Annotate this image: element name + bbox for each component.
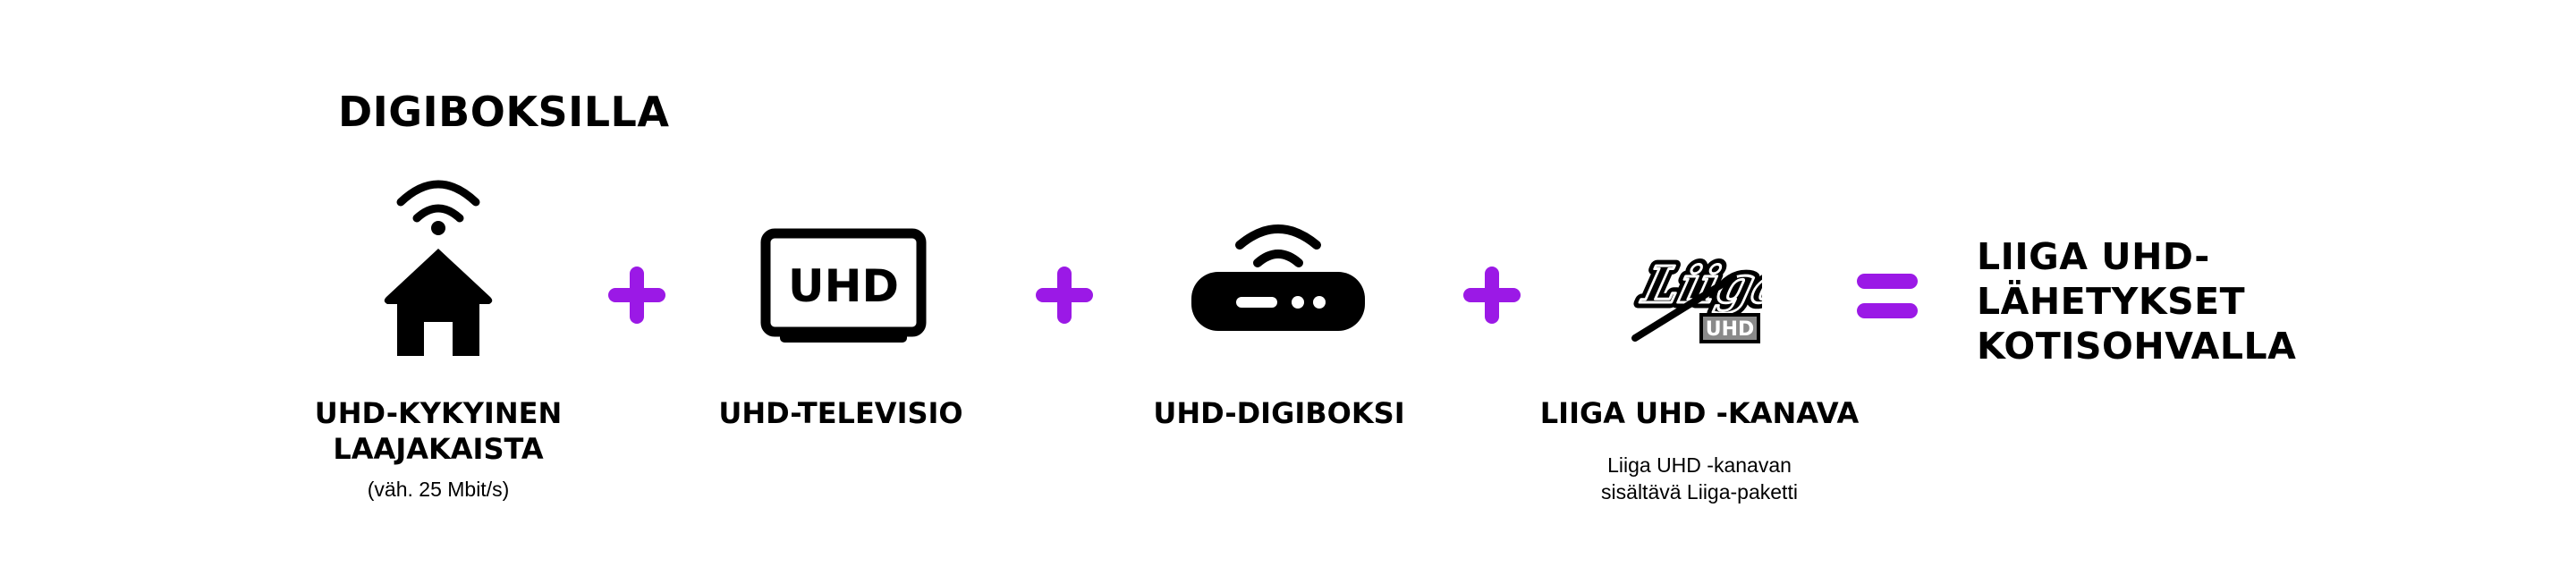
- channel-package-note: Liiga UHD -kanavan sisältävä Liiga-paket…: [1601, 453, 1798, 504]
- result-text: LIIGA UHD- LÄHETYKSET KOTISOHVALLA: [1977, 235, 2297, 368]
- plus-icon: [1463, 267, 1521, 324]
- equals-icon: [1857, 274, 1918, 318]
- tv-screen-text: UHD: [788, 260, 899, 312]
- wifi-house-icon: [384, 180, 493, 356]
- channel-label: LIIGA UHD -KANAVA: [1539, 396, 1860, 430]
- liiga-uhd-logo: Liiga Liiga UHD: [1631, 250, 1762, 343]
- page-title: DIGIBOKSILLA: [338, 88, 670, 136]
- broadband-speed-note: (väh. 25 Mbit/s): [367, 478, 510, 501]
- uhd-tv-icon: UHD: [760, 228, 927, 343]
- plus-icon: [608, 267, 665, 324]
- tv-label: UHD-TELEVISIO: [718, 396, 963, 430]
- broadband-label: UHD-KYKYINEN LAAJAKAISTA: [314, 396, 563, 466]
- svg-text:Liiga: Liiga: [1636, 257, 1762, 315]
- set-top-box-icon: [1191, 224, 1365, 331]
- plus-icon: [1036, 267, 1093, 324]
- svg-text:Liiga: Liiga: [1636, 257, 1762, 315]
- set-top-box-label: UHD-DIGIBOKSI: [1153, 396, 1405, 430]
- uhd-badge-text: UHD: [1706, 318, 1755, 341]
